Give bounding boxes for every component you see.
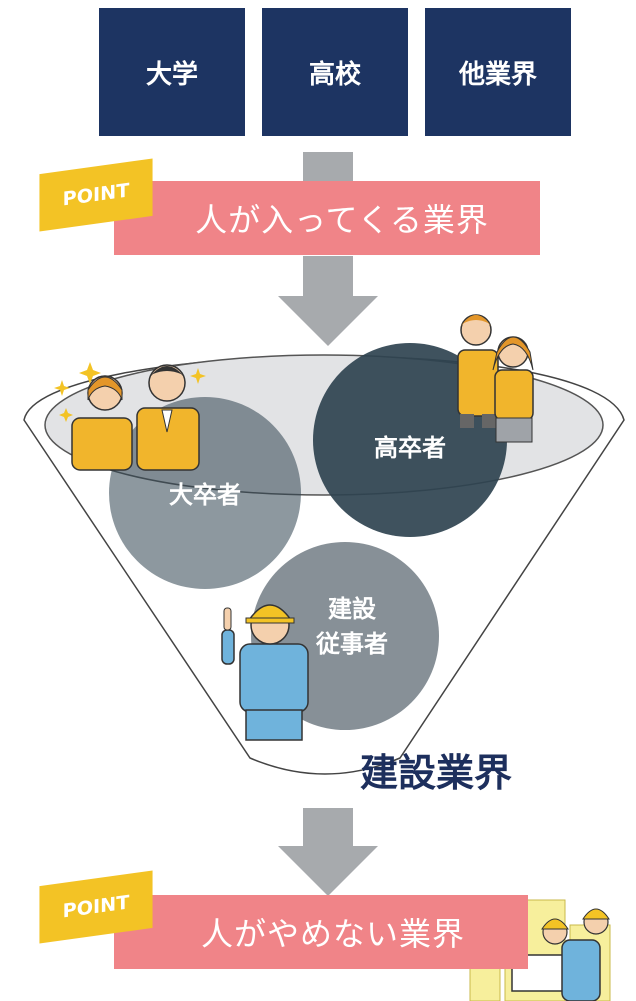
point-banner-top: 人が入ってくる業界	[114, 181, 540, 255]
circle-label-line: 従事者	[316, 629, 388, 658]
circle-label-highschool: 高卒者	[374, 434, 446, 462]
down-arrow-icon	[278, 256, 378, 346]
point-tag-label: POINT	[62, 891, 130, 923]
circle-label-construction: 建設 従事者	[302, 592, 402, 662]
banner-text: 人がやめない業界	[200, 915, 465, 953]
connector-bar	[303, 152, 353, 182]
down-arrow-icon	[278, 808, 378, 896]
sparkle-icon	[54, 362, 206, 422]
industry-label: 建設業界	[360, 751, 513, 795]
source-label: 他業界	[458, 59, 537, 90]
banner-text: 人が入ってくる業界	[195, 201, 489, 239]
source-box-highschool: 高校	[262, 8, 408, 136]
point-tag-label: POINT	[62, 179, 130, 211]
construction-worker-illustration	[221, 604, 309, 741]
circle-label-university: 大卒者	[169, 481, 241, 509]
source-box-university: 大学	[99, 8, 245, 136]
highschool-students-illustration	[457, 314, 534, 443]
source-label: 大学	[145, 59, 198, 90]
source-box-other-industry: 他業界	[425, 8, 571, 136]
point-banner-bottom: 人がやめない業界	[114, 895, 528, 969]
circle-label-line: 建設	[328, 595, 376, 623]
university-graduates-illustration	[71, 364, 200, 471]
source-label: 高校	[308, 59, 361, 90]
